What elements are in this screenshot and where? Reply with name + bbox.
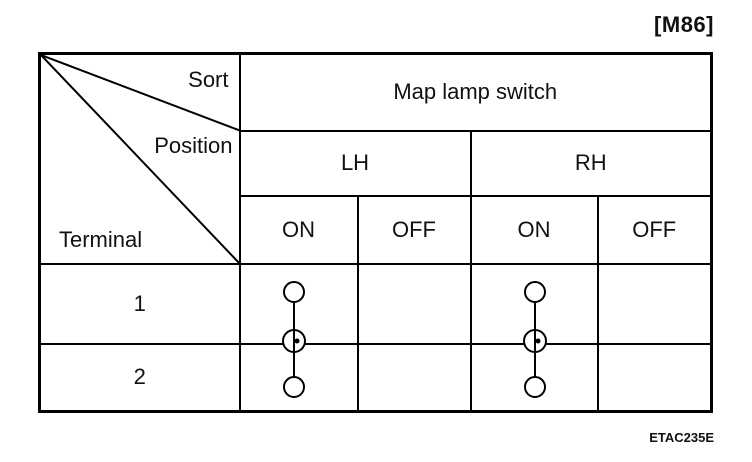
cell-2-lh-off <box>356 342 472 413</box>
figure-reference-code: ETAC235E <box>649 430 714 445</box>
cell-1-lh-on <box>238 262 359 345</box>
column-rh-off: OFF <box>596 194 713 265</box>
column-lh-on: ON <box>238 194 359 265</box>
sort-label: Sort <box>188 67 229 92</box>
cell-1-lh-off <box>356 262 472 345</box>
corner-diagonal-lines <box>41 55 241 265</box>
terminal-label: Terminal <box>59 227 143 252</box>
corner-header-cell: Sort Position Terminal <box>38 52 241 265</box>
column-rh-on: ON <box>469 194 599 265</box>
column-lh-off: OFF <box>356 194 472 265</box>
cell-2-rh-off <box>596 342 713 413</box>
terminal-row-label: 1 <box>38 262 241 345</box>
cell-1-rh-on <box>469 262 599 345</box>
cell-2-lh-on <box>238 342 359 413</box>
cell-2-rh-on <box>469 342 599 413</box>
component-name-cell: Map lamp switch <box>238 52 713 132</box>
terminal-row-label: 2 <box>38 342 241 413</box>
cell-1-rh-off <box>596 262 713 345</box>
group-rh-cell: RH <box>469 129 713 197</box>
switch-continuity-table: Sort Position Terminal Map lamp switch L… <box>38 52 713 413</box>
group-lh-cell: LH <box>238 129 472 197</box>
position-label: Position <box>154 133 233 158</box>
diagram-code: [M86] <box>654 12 714 37</box>
